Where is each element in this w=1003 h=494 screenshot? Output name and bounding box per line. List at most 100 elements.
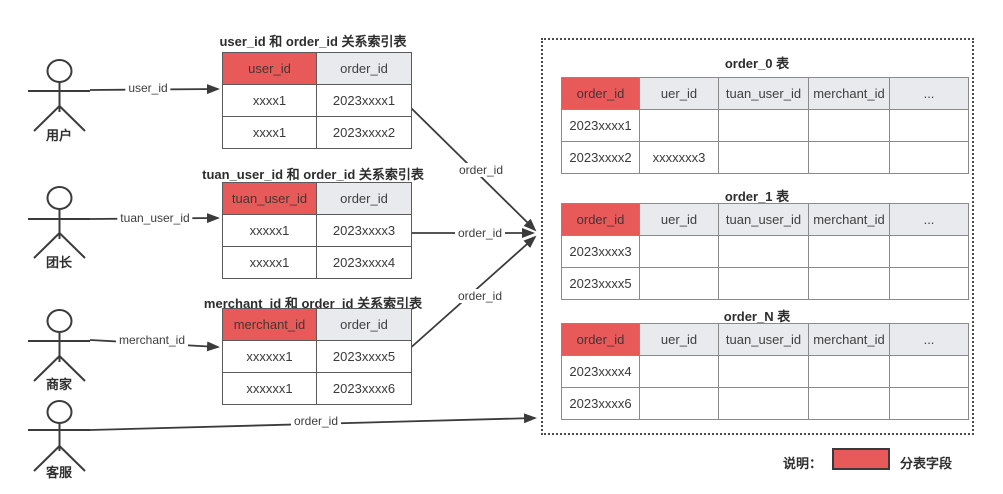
cell: 2023xxxx2 xyxy=(561,141,640,174)
header-cell: order_id xyxy=(316,308,412,341)
actor-tuanzhang-label: 团长 xyxy=(45,255,73,270)
cell xyxy=(639,355,719,388)
index-table-user-title: user_id 和 order_id 关系索引表 xyxy=(219,34,407,49)
cell: xxxxx1 xyxy=(222,214,317,247)
table-row: 2023xxxx2 xxxxxxx3 xyxy=(561,141,969,174)
index-table-merchant: merchant_id order_id xxxxxx1 2023xxxx5 x… xyxy=(222,308,412,405)
cell xyxy=(639,267,719,300)
order-table-0-title: order_0 表 xyxy=(724,56,790,71)
actor-merchant-label: 商家 xyxy=(45,377,73,392)
arrow-label-tuan-user-id: tuan_user_id xyxy=(117,211,193,225)
cell xyxy=(808,355,890,388)
cell: xxxxx1 xyxy=(222,246,317,279)
table-header-row: order_id uer_id tuan_user_id merchant_id… xyxy=(561,77,969,110)
header-cell: merchant_id xyxy=(808,323,890,356)
legend-shard-key-swatch xyxy=(832,448,890,470)
header-cell: ... xyxy=(889,77,969,110)
arrow-label-user-id: user_id xyxy=(125,81,171,95)
table-row: xxxx1 2023xxxx1 xyxy=(222,84,412,117)
cell: xxxxxxx3 xyxy=(639,141,719,174)
cell: 2023xxxx1 xyxy=(316,84,412,117)
header-cell: tuan_user_id xyxy=(718,203,809,236)
header-cell-shard-key: user_id xyxy=(222,52,317,85)
cell: 2023xxxx5 xyxy=(316,340,412,373)
actor-tuanzhang-icon xyxy=(28,186,90,259)
table-header-row: order_id uer_id tuan_user_id merchant_id… xyxy=(561,323,969,356)
header-cell: ... xyxy=(889,323,969,356)
table-row: 2023xxxx5 xyxy=(561,267,969,300)
cell xyxy=(718,109,809,142)
legend-prefix: 说明： xyxy=(783,456,823,471)
header-cell-shard-key: tuan_user_id xyxy=(222,182,317,215)
header-cell: uer_id xyxy=(639,77,719,110)
arrow-label-support-order-id: order_id xyxy=(290,414,342,428)
cell xyxy=(718,387,809,420)
cell: 2023xxxx3 xyxy=(316,214,412,247)
header-cell: merchant_id xyxy=(808,203,890,236)
table-row: xxxxxx1 2023xxxx5 xyxy=(222,340,412,373)
cell: xxxxxx1 xyxy=(222,340,317,373)
index-table-merchant-title: merchant_id 和 order_id 关系索引表 xyxy=(203,296,423,311)
arrow-label-order-id-2: order_id xyxy=(454,226,506,240)
cell xyxy=(718,235,809,268)
cell xyxy=(808,141,890,174)
table-row: 2023xxxx4 xyxy=(561,355,969,388)
cell: 2023xxxx4 xyxy=(561,355,640,388)
header-cell-shard-key: merchant_id xyxy=(222,308,317,341)
order-table-1-title: order_1 表 xyxy=(724,189,790,204)
actor-user-label: 用户 xyxy=(45,128,73,143)
cell: 2023xxxx2 xyxy=(316,116,412,149)
arrow-label-order-id-1: order_id xyxy=(455,163,507,177)
cell xyxy=(639,235,719,268)
index-table-tuan: tuan_user_id order_id xxxxx1 2023xxxx3 x… xyxy=(222,182,412,279)
table-row: xxxx1 2023xxxx2 xyxy=(222,116,412,149)
cell: 2023xxxx3 xyxy=(561,235,640,268)
arrow-label-order-id-3: order_id xyxy=(454,289,506,303)
table-header-row: user_id order_id xyxy=(222,52,412,85)
cell xyxy=(718,141,809,174)
shard-tables-group-border xyxy=(541,38,974,435)
index-table-user: user_id order_id xxxx1 2023xxxx1 xxxx1 2… xyxy=(222,52,412,149)
order-table-n-title: order_N 表 xyxy=(723,309,791,324)
cell xyxy=(808,387,890,420)
table-row: xxxxxx1 2023xxxx6 xyxy=(222,372,412,405)
cell xyxy=(639,387,719,420)
header-cell: order_id xyxy=(316,52,412,85)
index-table-tuan-title: tuan_user_id 和 order_id 关系索引表 xyxy=(202,167,424,182)
header-cell-shard-key: order_id xyxy=(561,323,640,356)
cell xyxy=(808,235,890,268)
legend-label: 分表字段 xyxy=(900,456,953,471)
cell xyxy=(639,109,719,142)
header-cell: uer_id xyxy=(639,203,719,236)
table-header-row: merchant_id order_id xyxy=(222,308,412,341)
table-header-row: order_id uer_id tuan_user_id merchant_id… xyxy=(561,203,969,236)
table-row: 2023xxxx1 xyxy=(561,109,969,142)
cell: xxxx1 xyxy=(222,84,317,117)
arrow-label-merchant-id: merchant_id xyxy=(115,333,189,347)
header-cell: uer_id xyxy=(639,323,719,356)
table-row: xxxxx1 2023xxxx3 xyxy=(222,214,412,247)
table-header-row: tuan_user_id order_id xyxy=(222,182,412,215)
cell: 2023xxxx1 xyxy=(561,109,640,142)
actor-support-icon xyxy=(28,400,90,472)
cell xyxy=(889,141,969,174)
actor-support-label: 客服 xyxy=(45,465,73,480)
header-cell: order_id xyxy=(316,182,412,215)
cell: 2023xxxx5 xyxy=(561,267,640,300)
cell: xxxxxx1 xyxy=(222,372,317,405)
cell xyxy=(889,267,969,300)
actor-user-icon xyxy=(28,59,90,132)
cell xyxy=(889,355,969,388)
cell: 2023xxxx6 xyxy=(561,387,640,420)
cell xyxy=(808,267,890,300)
cell xyxy=(718,355,809,388)
cell: 2023xxxx6 xyxy=(316,372,412,405)
header-cell: tuan_user_id xyxy=(718,77,809,110)
header-cell-shard-key: order_id xyxy=(561,203,640,236)
table-row: xxxxx1 2023xxxx4 xyxy=(222,246,412,279)
cell xyxy=(889,109,969,142)
order-table-1: order_id uer_id tuan_user_id merchant_id… xyxy=(561,203,969,300)
header-cell: ... xyxy=(889,203,969,236)
cell xyxy=(718,267,809,300)
